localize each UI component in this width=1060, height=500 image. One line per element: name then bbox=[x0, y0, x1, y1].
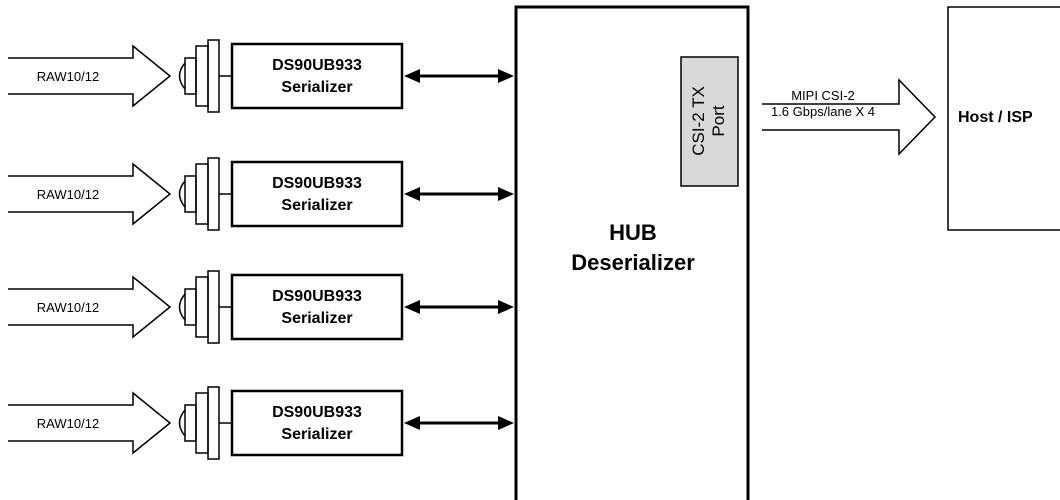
csi2-tx-port bbox=[680, 56, 739, 187]
serializer-label: DS90UB933 bbox=[272, 404, 362, 421]
input-bus-arrow bbox=[8, 391, 172, 455]
serializer-block bbox=[230, 160, 404, 228]
serializer-label: Serializer bbox=[281, 426, 352, 443]
hub-label: Deserializer bbox=[571, 250, 695, 275]
channel-3: RAW10/12 DS90UB933 Serializer bbox=[8, 270, 514, 344]
serializer-label: DS90UB933 bbox=[272, 175, 362, 192]
serializer-label: Serializer bbox=[281, 310, 352, 327]
link-label: 1.6 Gbps/lane X 4 bbox=[771, 104, 875, 119]
input-bus-arrow bbox=[8, 44, 172, 108]
camera-lens-icon bbox=[178, 386, 232, 460]
hub-label: HUB bbox=[609, 220, 657, 245]
port-label: CSI-2 TX bbox=[689, 86, 708, 156]
channel-1: RAW10/12 DS90UB933 Serializer bbox=[8, 39, 514, 113]
input-label: RAW10/12 bbox=[37, 69, 99, 84]
input-bus-arrow bbox=[8, 162, 172, 226]
link-label: MIPI CSI-2 bbox=[791, 88, 855, 103]
input-label: RAW10/12 bbox=[37, 416, 99, 431]
input-label: RAW10/12 bbox=[37, 187, 99, 202]
camera-lens-icon bbox=[178, 39, 232, 113]
host-isp-block bbox=[947, 6, 1060, 231]
double-arrow-icon bbox=[404, 69, 514, 83]
serializer-block bbox=[230, 389, 404, 457]
camera-lens-icon bbox=[178, 270, 232, 344]
double-arrow-icon bbox=[404, 416, 514, 430]
serializer-label: Serializer bbox=[281, 79, 352, 96]
serializer-block bbox=[230, 42, 404, 110]
input-label: RAW10/12 bbox=[37, 300, 99, 315]
double-arrow-icon bbox=[404, 187, 514, 201]
double-arrow-icon bbox=[404, 300, 514, 314]
output-bus-arrow bbox=[762, 78, 937, 156]
host-label: Host / ISP bbox=[958, 109, 1033, 126]
input-bus-arrow bbox=[8, 275, 172, 339]
serializer-label: DS90UB933 bbox=[272, 288, 362, 305]
channel-2: RAW10/12 DS90UB933 Serializer bbox=[8, 157, 514, 231]
serializer-label: DS90UB933 bbox=[272, 57, 362, 74]
channel-4: RAW10/12 DS90UB933 Serializer bbox=[8, 386, 514, 460]
serializer-label: Serializer bbox=[281, 197, 352, 214]
serializer-block bbox=[230, 273, 404, 341]
camera-lens-icon bbox=[178, 157, 232, 231]
port-label: Port bbox=[709, 105, 728, 136]
